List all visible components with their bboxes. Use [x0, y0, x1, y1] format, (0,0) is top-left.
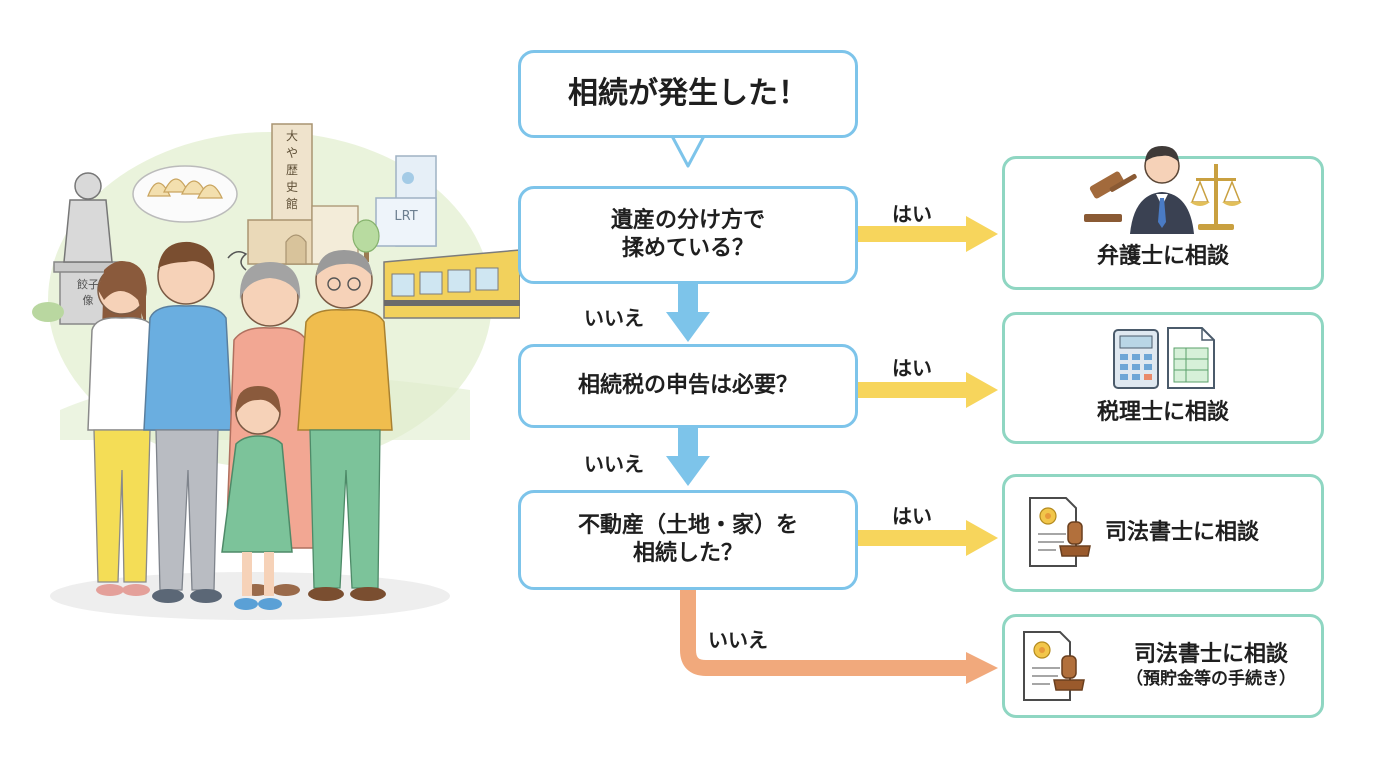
yes-label-2: はい	[892, 356, 932, 380]
no-arrow-1	[666, 284, 710, 342]
no-label-3: いいえ	[708, 628, 768, 652]
question-box-1: 遺産の分け方で 揉めている？	[518, 186, 858, 284]
svg-text:大: 大	[286, 129, 298, 143]
result-1-label: 弁護士に相談	[1096, 243, 1229, 269]
question-1-line-2: 揉めている？	[621, 236, 754, 261]
certificate-stamp-icon	[1023, 631, 1085, 701]
calculator-document-icon	[1113, 327, 1215, 389]
result-4-sublabel: （預貯金等の手続き）	[1126, 669, 1296, 690]
tree	[352, 219, 380, 262]
no-arrow-final	[680, 590, 998, 684]
no-label-1: いいえ	[584, 306, 644, 330]
start-title: 相続が発生した！	[568, 75, 808, 111]
tram-sign: LRT	[394, 209, 417, 224]
statue-sign: 餃子	[77, 277, 99, 291]
certificate-stamp-icon	[1029, 497, 1091, 567]
question-box-2: 相続税の申告は必要？	[518, 344, 858, 428]
svg-text:や: や	[286, 146, 298, 160]
grandfather-figure	[297, 250, 393, 601]
question-2-line-1: 相続税の申告は必要？	[577, 372, 798, 398]
yes-label-1: はい	[892, 202, 932, 226]
yes-label-3: はい	[892, 504, 932, 528]
no-label-2: いいえ	[584, 452, 644, 476]
svg-text:像: 像	[83, 294, 94, 307]
lawyer-gavel-scales-icon	[1084, 146, 1242, 234]
result-3-label: 司法書士に相談	[1105, 519, 1260, 545]
svg-text:館: 館	[286, 196, 298, 211]
svg-text:史: 史	[286, 180, 298, 194]
tram	[383, 249, 520, 319]
result-box-tax: 税理士に相談	[1002, 312, 1324, 444]
yes-arrow-2	[858, 372, 998, 408]
result-2-label: 税理士に相談	[1096, 399, 1229, 425]
family-illustration: 餃子 像 大 や 歴 史 館 LRT	[32, 123, 520, 620]
question-box-3: 不動産（土地・家）を 相続した？	[518, 490, 858, 590]
office-building: LRT	[375, 155, 437, 247]
question-3-line-1: 不動産（土地・家）を	[577, 512, 798, 538]
woman-figure	[87, 261, 159, 596]
start-title-box: 相続が発生した！	[518, 50, 858, 138]
question-1-line-1: 遺産の分け方で	[610, 207, 765, 233]
no-arrow-2	[666, 428, 710, 486]
dumpling-statue: 餃子 像	[32, 172, 123, 325]
girl-figure	[221, 386, 293, 610]
yes-arrow-1	[858, 216, 998, 252]
father-figure	[143, 241, 248, 603]
question-3-line-2: 相続した？	[632, 541, 743, 566]
yes-arrow-3	[858, 520, 998, 556]
gyoza-plate	[132, 165, 238, 223]
svg-text:歴: 歴	[286, 163, 298, 177]
result-4-label: 司法書士に相談	[1133, 642, 1288, 668]
speech-tail	[670, 134, 706, 168]
